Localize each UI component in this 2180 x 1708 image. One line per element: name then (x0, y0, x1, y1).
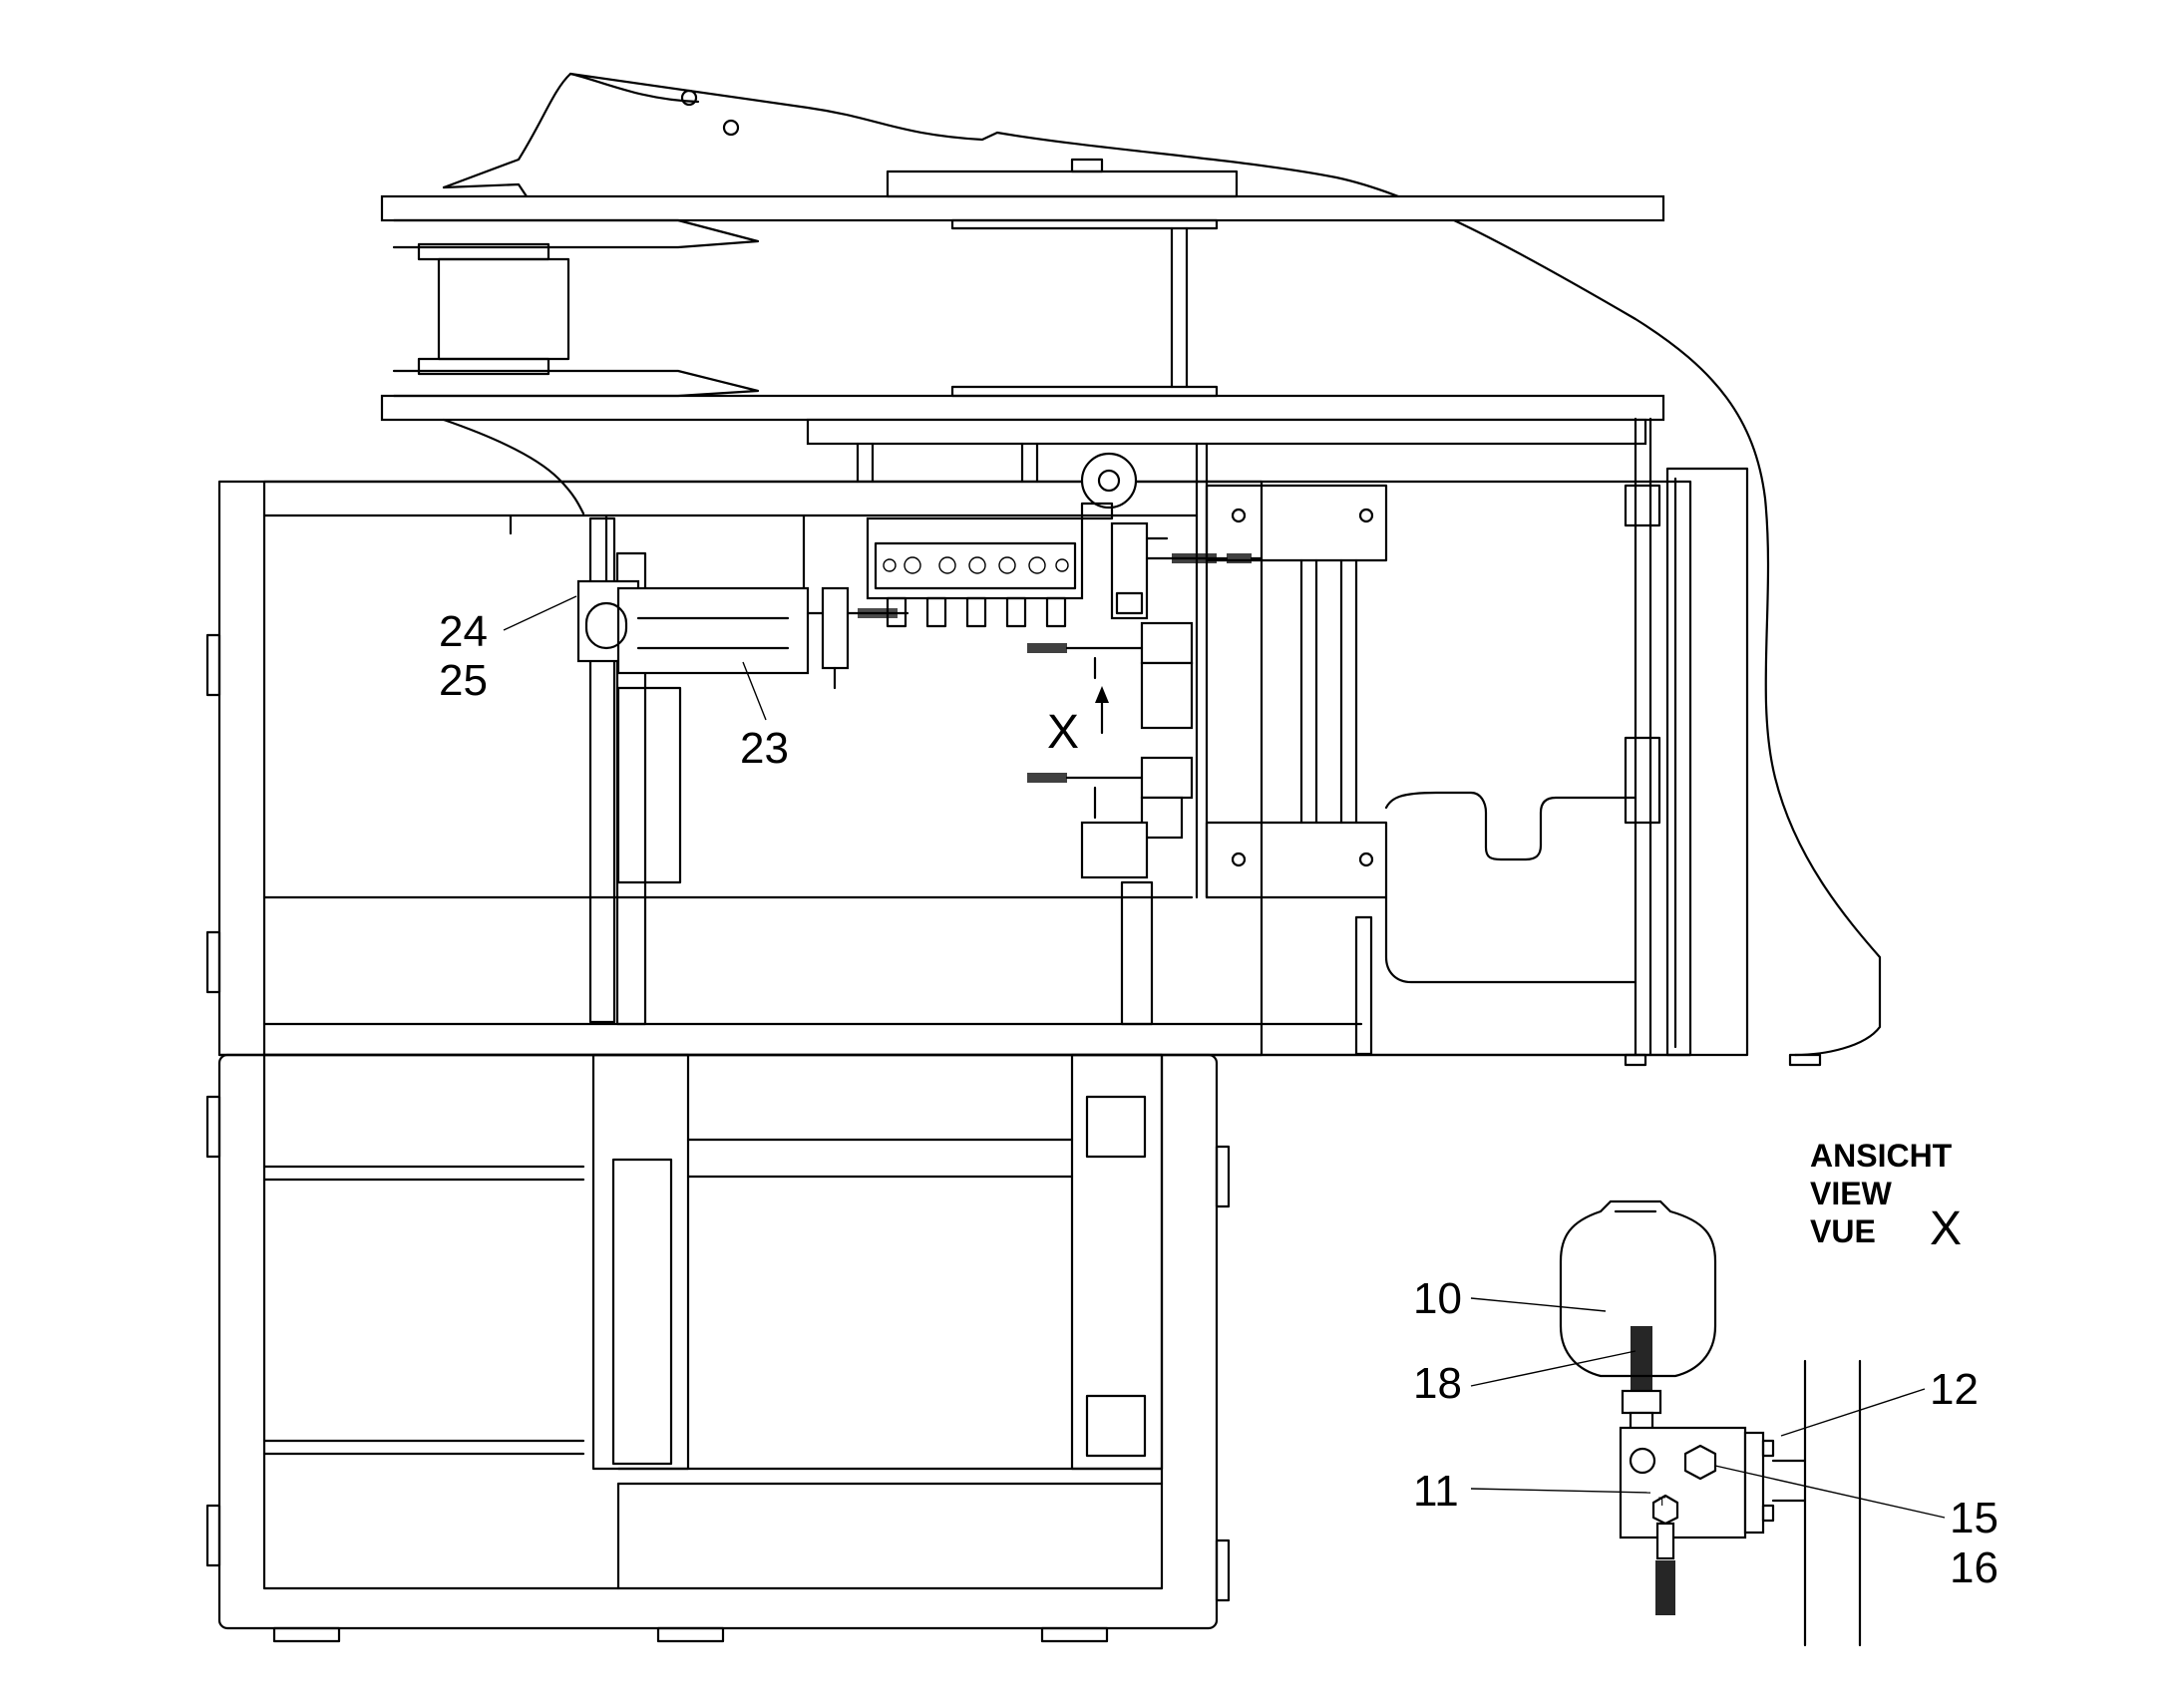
callout-23: 23 (740, 724, 789, 773)
lower-frame (205, 1053, 1231, 1643)
boom-arm (380, 72, 1882, 1057)
caption-letter-x: X (1930, 1202, 1962, 1255)
view-x-arrow (1095, 686, 1109, 735)
right-structure (1205, 417, 1822, 1067)
callout-15: 15 (1950, 1494, 1998, 1542)
callout-11: 11 (1413, 1467, 1459, 1516)
callout-18: 18 (1413, 1359, 1462, 1408)
view-caption: ANSICHT VIEW VUE X (1810, 1138, 1962, 1255)
callout-25: 25 (439, 656, 488, 705)
callout-12: 12 (1930, 1365, 1979, 1414)
callouts: 24 25 23 X 10 18 12 11 15 16 (439, 607, 1998, 1592)
caption-ansicht: ANSICHT (1810, 1138, 1953, 1174)
callout-10: 10 (1413, 1274, 1462, 1323)
caption-view: VIEW (1810, 1176, 1893, 1211)
callout-x: X (1047, 706, 1079, 759)
caption-vue: VUE (1810, 1213, 1876, 1249)
detail-mark-text: T (1658, 1495, 1666, 1509)
valve-manifold-assembly (576, 452, 1264, 879)
leader-lines (503, 595, 1946, 1519)
callout-24: 24 (439, 607, 488, 656)
detail-view-x: T (1559, 1199, 1862, 1647)
callout-16: 16 (1950, 1543, 1998, 1592)
